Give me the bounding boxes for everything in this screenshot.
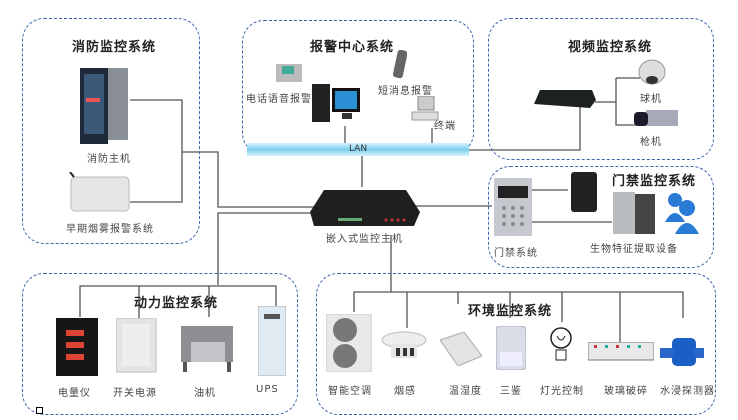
wire-power [217,212,318,285]
glass-break-detector-icon[interactable] [587,341,655,362]
embedded-monitor-host-icon[interactable] [310,190,420,226]
power-meter-label: 电量仪 [58,388,91,399]
access-keypad-icon[interactable] [494,178,532,236]
water-leak-detector-icon[interactable] [660,338,706,370]
group-video-title: 视频监控系统 [568,40,653,55]
group-power-title: 动力监控系统 [134,296,219,311]
lan-bar: LAN [247,143,469,156]
mobile-phone-icon [392,49,408,80]
dome-camera-label: 球机 [640,94,662,105]
wire-fire-host [130,99,318,208]
phone-icon [274,60,304,84]
group-access-title: 门禁监控系统 [612,174,697,189]
group-video [488,18,714,160]
group-power [22,273,298,415]
dome-camera-icon[interactable] [637,58,671,88]
smoke-alarm-icon[interactable] [66,171,130,212]
group-alarm-center-title: 报警中心系统 [310,40,395,55]
card-reader-icon[interactable] [571,172,597,212]
wire-smoke-alarm [130,152,183,203]
triple-tech-detector-icon[interactable] [495,325,527,371]
smoke-detector-label: 烟感 [394,386,416,397]
video-recorder-icon[interactable] [534,90,596,108]
terminal-label: 终端 [434,121,456,132]
ups-label: UPS [256,384,279,395]
phone-voice-alarm-label: 电话语音报警 [246,94,312,105]
switching-power-label: 开关电源 [113,388,157,399]
temp-humidity-label: 温湿度 [449,386,482,397]
box-camera-icon[interactable] [634,108,680,130]
corner-marker [36,407,43,414]
lan-label: LAN [348,144,368,154]
triple-tech-detector-label: 三鉴 [500,386,522,397]
fire-host-label: 消防主机 [87,154,131,165]
biometric-device-label: 生物特征提取设备 [590,244,678,255]
group-environment-title: 环境监控系统 [468,304,553,319]
air-conditioner-label: 智能空调 [328,386,372,397]
group-environment [316,273,716,415]
fire-host-icon[interactable] [80,68,128,144]
generator-icon[interactable] [177,316,237,374]
power-meter-icon[interactable] [56,318,98,376]
fingerprint-reader-icon[interactable] [613,192,655,234]
group-fire [22,18,200,244]
ups-icon[interactable] [257,305,287,377]
temp-humidity-sensor-icon[interactable] [439,331,483,367]
glass-break-label: 玻璃破碎 [604,386,648,397]
smoke-alarm-label: 早期烟雾报警系统 [66,224,154,235]
air-conditioner-icon[interactable] [325,313,373,373]
terminal-icon[interactable] [410,95,440,124]
access-system-label: 门禁系统 [494,248,538,259]
generator-label: 油机 [194,388,216,399]
users-icon [663,192,699,234]
water-leak-label: 水浸探测器 [660,386,715,397]
box-camera-label: 枪机 [640,137,662,148]
sms-alarm-label: 短消息报警 [378,86,433,97]
computer-icon[interactable] [312,80,364,126]
switching-power-icon[interactable] [115,317,158,374]
light-bulb-icon[interactable] [544,322,578,366]
wire-power-bus [79,285,277,317]
group-fire-title: 消防监控系统 [72,40,157,55]
smoke-detector-icon[interactable] [381,330,427,366]
light-control-label: 灯光控制 [540,386,584,397]
embedded-monitor-host-label: 嵌入式监控主机 [326,234,403,245]
group-access [488,166,714,268]
